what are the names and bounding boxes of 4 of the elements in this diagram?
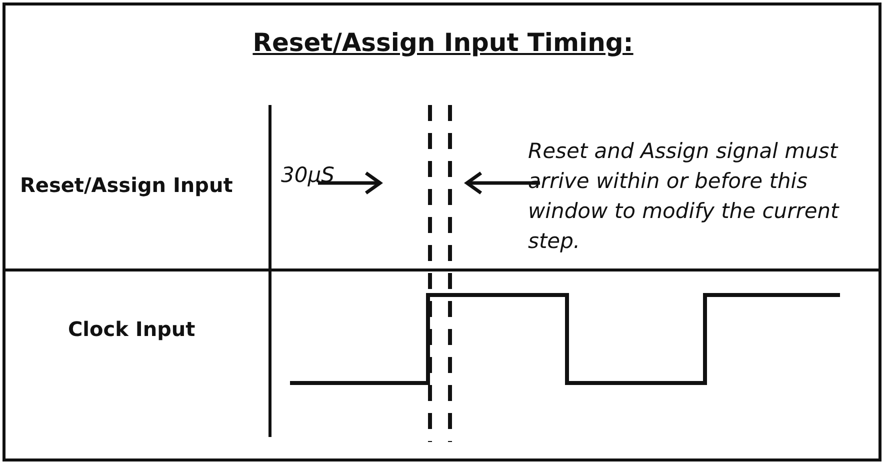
row-label: Reset/Assign Input — [20, 173, 233, 197]
timing-label: 30µS — [281, 163, 334, 187]
row-label: Clock Input — [68, 317, 196, 341]
title: Reset/Assign Input Timing: — [252, 28, 634, 57]
